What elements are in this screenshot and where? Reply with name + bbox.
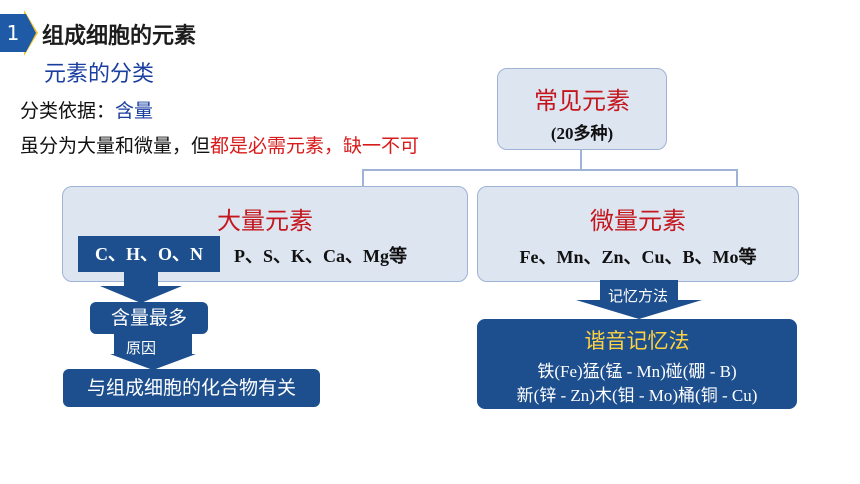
mnemonic-title: 谐音记忆法 <box>584 329 690 353</box>
basis-value: 含量 <box>115 100 154 122</box>
mnemonic-box: 谐音记忆法 铁(Fe)猛(锰 - Mn)碰(硼 - B) 新(锌 - Zn)木(… <box>477 319 797 409</box>
note-prefix: 虽分为大量和微量，但 <box>20 135 211 157</box>
reason-arrow-icon <box>110 332 196 370</box>
section-number-badge: 1 <box>0 14 26 52</box>
classification-note: 虽分为大量和微量，但都是必需元素，缺一不可 <box>20 131 419 158</box>
major-elements-highlight: C、H、O、N <box>78 236 220 272</box>
common-elements-title: 常见元素 <box>534 87 630 115</box>
badge-arrow-icon <box>26 14 36 52</box>
trace-elements-list: Fe、Mn、Zn、Cu、B、Mo等 <box>519 247 757 267</box>
classification-basis: 分类依据：含量 <box>20 96 153 123</box>
common-elements-count: (20多种) <box>550 124 614 143</box>
reason-box: 与组成细胞的化合物有关 <box>63 369 320 407</box>
connector-horizontal <box>362 169 738 171</box>
connector-right-drop <box>736 169 738 187</box>
reason-label: 原因 <box>126 339 157 357</box>
mnemonic-line-2: 新(锌 - Zn)木(钼 - Mo)桶(铜 - Cu) <box>516 386 758 405</box>
mnemonic-line-1: 铁(Fe)猛(锰 - Mn)碰(硼 - B) <box>537 362 737 381</box>
connector-left-drop <box>362 169 364 187</box>
major-elements-title: 大量元素 <box>217 207 313 235</box>
major-elements-rest: P、S、K、Ca、Mg等 <box>234 246 407 266</box>
note-emphasis: 都是必需元素，缺一不可 <box>210 135 420 157</box>
connector-vertical-top <box>580 148 582 170</box>
basis-label: 分类依据： <box>20 100 116 122</box>
common-elements-box: 常见元素 (20多种) <box>497 68 667 150</box>
memory-method-label: 记忆方法 <box>608 287 669 305</box>
trace-elements-box: 微量元素 Fe、Mn、Zn、Cu、B、Mo等 <box>477 186 799 282</box>
page-subtitle: 元素的分类 <box>44 62 155 87</box>
memory-arrow-icon <box>576 280 702 319</box>
page-title: 组成细胞的元素 <box>42 24 197 49</box>
down-arrow-icon <box>100 272 182 303</box>
trace-elements-title: 微量元素 <box>590 207 686 235</box>
content-most-box: 含量最多 <box>90 302 208 334</box>
